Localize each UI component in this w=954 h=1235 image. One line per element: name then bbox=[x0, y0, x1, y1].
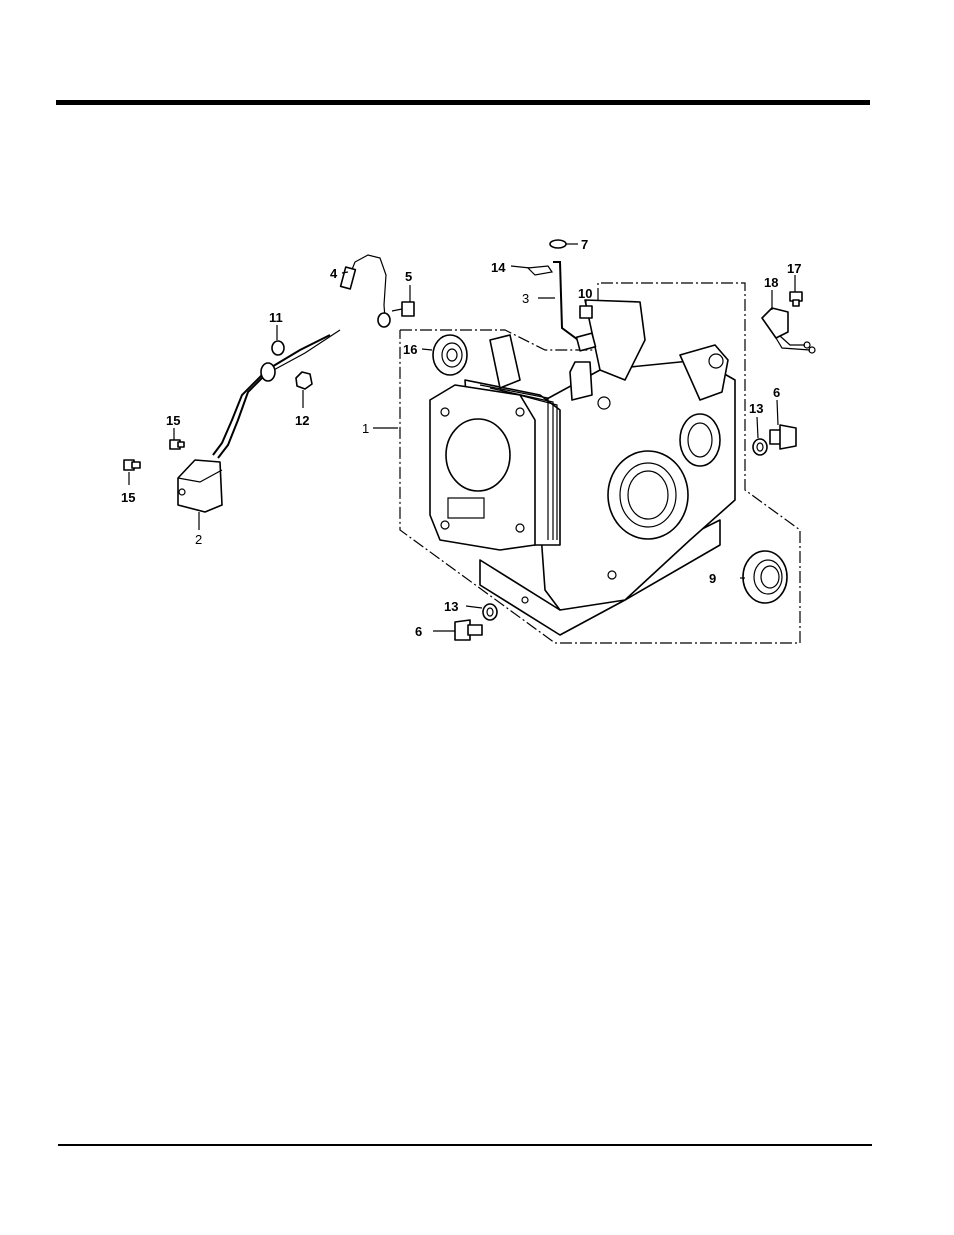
callout-14: 14 bbox=[491, 260, 506, 275]
screw-15-upper bbox=[170, 440, 184, 449]
wire-4 bbox=[341, 255, 390, 327]
nut-12 bbox=[296, 372, 312, 389]
callout-7: 7 bbox=[581, 237, 588, 252]
callout-6-right: 6 bbox=[773, 385, 780, 400]
washer-7 bbox=[550, 240, 566, 248]
callout-17: 17 bbox=[787, 261, 801, 276]
coil-assembly-2 bbox=[178, 330, 340, 512]
callout-4: 4 bbox=[330, 266, 338, 281]
screw-17 bbox=[790, 292, 802, 306]
callout-3: 3 bbox=[522, 291, 529, 306]
clip-14 bbox=[528, 266, 552, 275]
bolt-6-bottom bbox=[455, 604, 497, 640]
bearing-16 bbox=[433, 335, 467, 375]
callout-5: 5 bbox=[405, 269, 412, 284]
callout-11: 11 bbox=[269, 310, 283, 325]
callout-13-right: 13 bbox=[749, 401, 763, 416]
callout-18: 18 bbox=[764, 275, 778, 290]
callout-16: 16 bbox=[403, 342, 417, 357]
callout-9: 9 bbox=[709, 571, 716, 586]
callout-10: 10 bbox=[578, 286, 592, 301]
callout-15-lower: 15 bbox=[121, 490, 135, 505]
callout-6-bottom: 6 bbox=[415, 624, 422, 639]
callout-15-upper: 15 bbox=[166, 413, 180, 428]
callout-1: 1 bbox=[362, 421, 369, 436]
callout-13-bottom: 13 bbox=[444, 599, 458, 614]
screw-15-lower bbox=[124, 460, 140, 470]
screw-5 bbox=[392, 302, 414, 316]
callout-2: 2 bbox=[195, 532, 202, 547]
bolt-6-right bbox=[753, 425, 796, 455]
grommet-11 bbox=[272, 341, 284, 355]
sensor-18 bbox=[762, 308, 815, 353]
footer-rule bbox=[58, 1144, 872, 1146]
oil-seal-9 bbox=[743, 551, 787, 603]
part-10 bbox=[580, 306, 592, 318]
callout-12: 12 bbox=[295, 413, 309, 428]
